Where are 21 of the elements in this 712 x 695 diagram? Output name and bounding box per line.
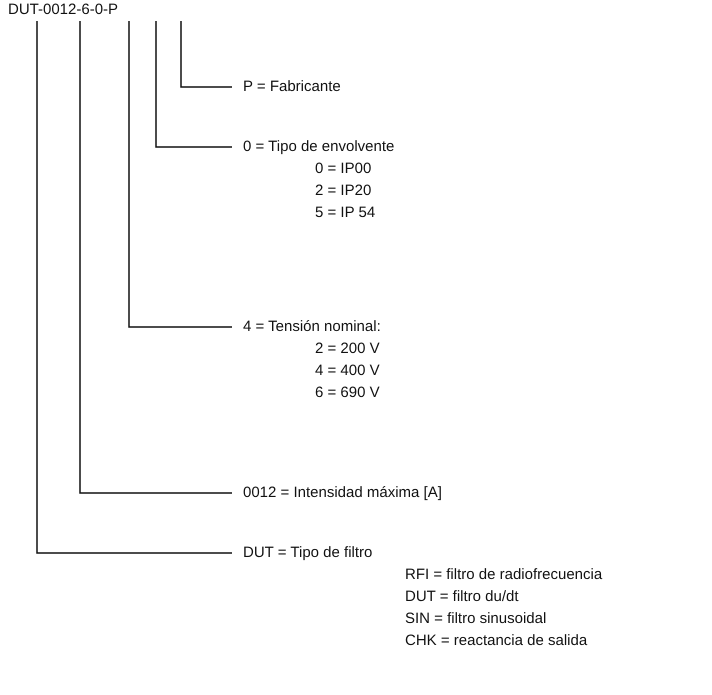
option-value: 0 = IP00 — [314, 159, 372, 179]
option-value: RFI = filtro de radiofrecuencia — [404, 565, 602, 585]
option-value: 4 = 400 V — [314, 361, 380, 381]
option-value: 2 = 200 V — [314, 339, 380, 359]
leader-line — [79, 21, 232, 494]
type-code: DUT-0012-6-0-P — [8, 0, 118, 20]
field-description: 0012 = Intensidad máxima [A] — [243, 483, 442, 503]
option-value: 6 = 690 V — [314, 383, 380, 403]
option-value: CHK = reactancia de salida — [404, 631, 588, 651]
field-description: 0 = Tipo de envolvente — [243, 137, 394, 157]
leader-line — [36, 21, 232, 554]
option-value: 2 = IP20 — [314, 181, 372, 201]
field-description: DUT = Tipo de filtro — [243, 543, 372, 563]
leader-line — [128, 21, 232, 328]
field-description: P = Fabricante — [243, 77, 341, 97]
leader-line — [155, 21, 232, 148]
option-value: SIN = filtro sinusoidal — [404, 609, 546, 629]
option-value: 5 = IP 54 — [314, 203, 376, 223]
field-description: 4 = Tensión nominal: — [243, 317, 381, 337]
leader-line — [180, 21, 232, 88]
option-value: DUT = filtro du/dt — [404, 587, 519, 607]
